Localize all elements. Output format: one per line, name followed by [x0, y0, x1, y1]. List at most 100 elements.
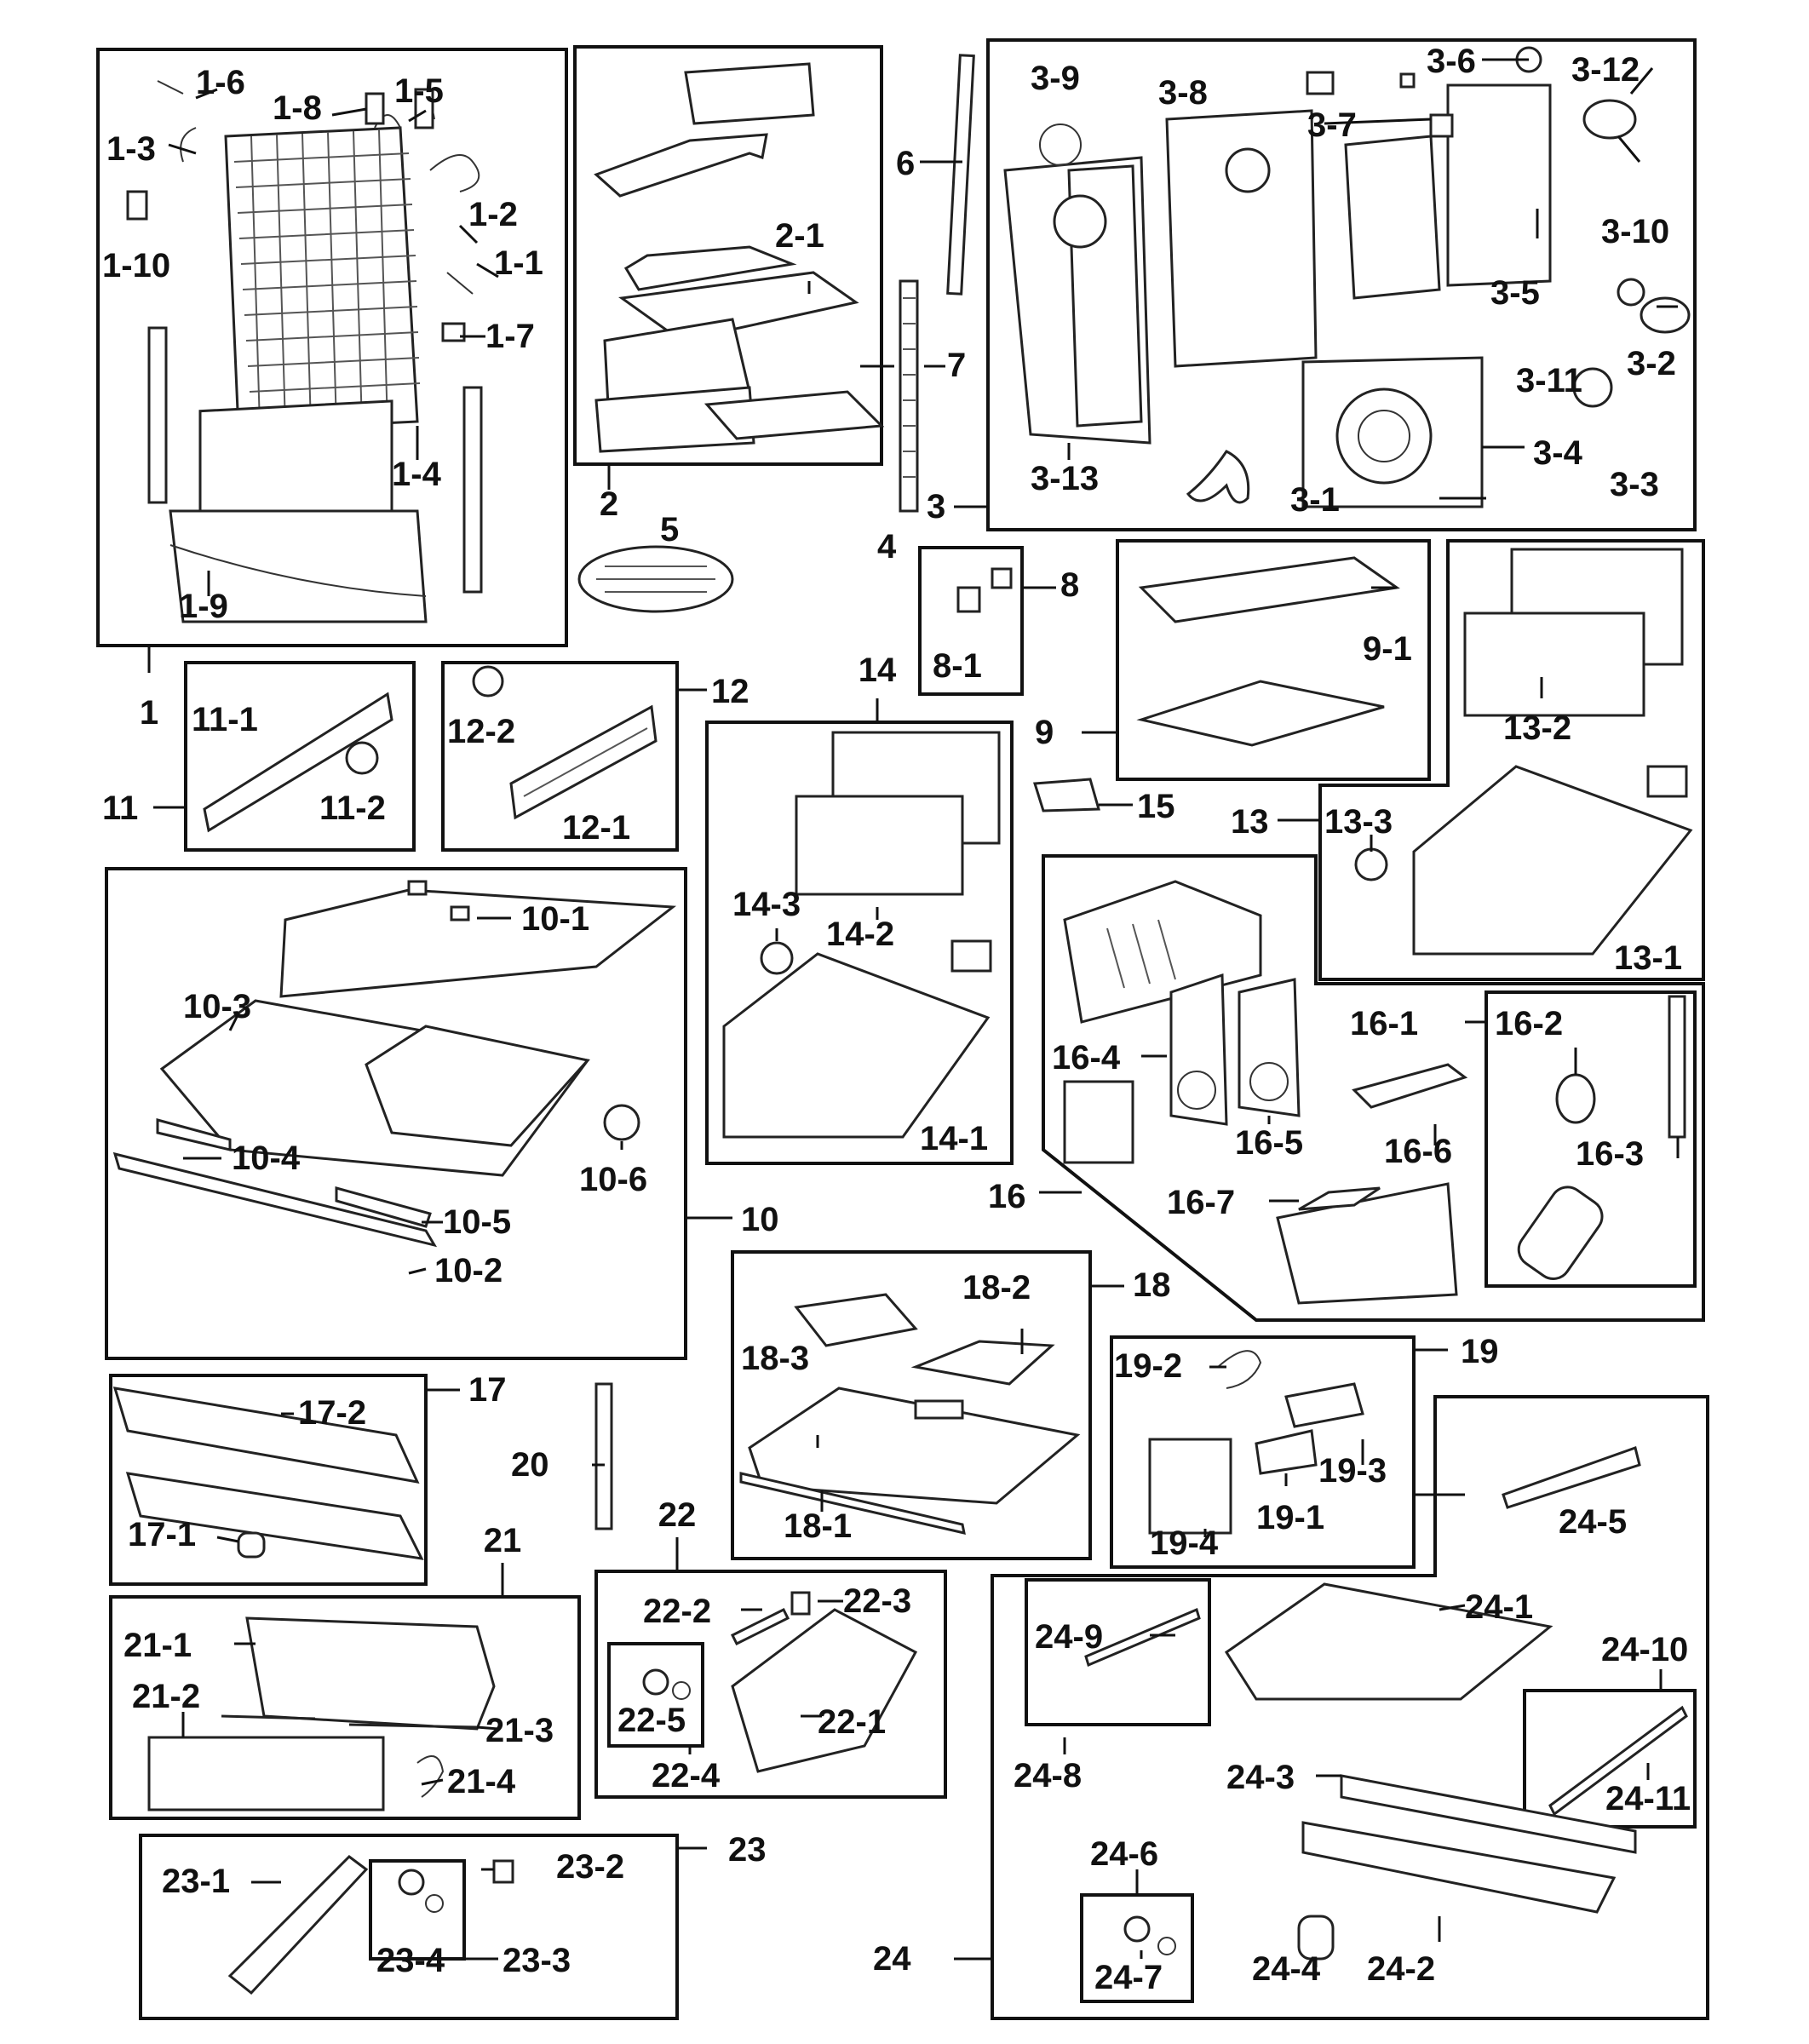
label-3-1: 3-1: [1290, 481, 1340, 519]
label-3-2: 3-2: [1627, 345, 1676, 382]
group-box-14: [705, 721, 1014, 1165]
cover-17-drawing: [112, 1387, 424, 1560]
label-24-1: 24-1: [1465, 1588, 1533, 1626]
label-19-1: 19-1: [1256, 1499, 1324, 1536]
label-24-2: 24-2: [1367, 1950, 1435, 1988]
panel-21-drawing: [147, 1616, 496, 1811]
label-10-5: 10-5: [443, 1203, 511, 1241]
label-10-3: 10-3: [183, 988, 251, 1025]
label-10-6: 10-6: [579, 1161, 647, 1198]
label-3-10: 3-10: [1601, 213, 1669, 250]
part-15-drawing: [1033, 778, 1100, 812]
label-15: 15: [1137, 788, 1175, 825]
label-2: 2: [600, 485, 618, 523]
label-16-6: 16-6: [1384, 1133, 1452, 1170]
group-box-24: [991, 1395, 1709, 2020]
label-5: 5: [660, 511, 679, 548]
label-16-2: 16-2: [1495, 1005, 1563, 1042]
label-3-11: 3-11: [1516, 362, 1582, 399]
label-16-7: 16-7: [1167, 1184, 1235, 1221]
drawer-14-drawing: [722, 731, 1001, 1139]
label-19-4: 19-4: [1150, 1524, 1219, 1562]
shelf-18-drawing: [739, 1293, 1081, 1535]
label-19-2: 19-2: [1114, 1347, 1182, 1385]
label-1-10: 1-10: [102, 247, 170, 284]
label-18-1: 18-1: [784, 1507, 852, 1545]
label-9: 9: [1035, 714, 1054, 751]
label-3-4: 3-4: [1533, 434, 1583, 472]
label-1-9: 1-9: [179, 588, 228, 625]
label-1-2: 1-2: [468, 196, 518, 233]
module-19-drawing: [1148, 1350, 1364, 1535]
group-box-18: [731, 1250, 1092, 1560]
label-21-2: 21-2: [132, 1678, 200, 1715]
label-23-1: 23-1: [162, 1863, 230, 1900]
label-23-2: 23-2: [556, 1848, 624, 1886]
label-7: 7: [947, 347, 966, 384]
label-21-4: 21-4: [447, 1763, 516, 1800]
part-sketches: [112, 46, 1693, 1995]
label-17-2: 17-2: [298, 1394, 366, 1432]
group-box-19: [1110, 1335, 1416, 1569]
group-box-11: [184, 661, 416, 852]
label-13-2: 13-2: [1503, 709, 1571, 747]
label-24-11: 24-11: [1605, 1780, 1691, 1817]
label-24-10: 24-10: [1601, 1631, 1688, 1668]
label-3-13: 3-13: [1031, 460, 1099, 497]
label-24-8: 24-8: [1014, 1757, 1082, 1794]
label-11: 11: [102, 789, 138, 827]
label-1-1: 1-1: [494, 244, 543, 282]
label-12-2: 12-2: [447, 713, 515, 750]
label-1-5: 1-5: [394, 72, 444, 110]
rail-7-drawing: [899, 279, 919, 513]
drawer-13-drawing: [1354, 548, 1693, 956]
group-box-12: [441, 661, 679, 852]
label-3-6: 3-6: [1427, 43, 1476, 80]
label-17: 17: [468, 1371, 507, 1409]
label-24-7: 24-7: [1094, 1959, 1163, 1996]
label-10-1: 10-1: [521, 900, 589, 938]
panel-23-drawing: [227, 1855, 514, 1995]
label-13-1: 13-1: [1614, 939, 1682, 977]
label-22: 22: [658, 1496, 697, 1534]
label-19: 19: [1461, 1333, 1499, 1370]
group-box-2: [573, 45, 883, 466]
label-24-3: 24-3: [1226, 1759, 1295, 1796]
label-6: 6: [896, 145, 915, 182]
label-22-4: 22-4: [652, 1757, 721, 1794]
label-16-1: 16-1: [1350, 1005, 1418, 1042]
label-3-3: 3-3: [1610, 466, 1659, 503]
label-11-2: 11-2: [319, 789, 386, 827]
label-11-1: 11-1: [192, 701, 258, 738]
group-box-13: [1318, 539, 1705, 981]
label-23: 23: [728, 1831, 767, 1869]
label-16-3: 16-3: [1576, 1135, 1644, 1173]
label-22-5: 22-5: [617, 1702, 686, 1739]
group-box-22: [594, 1570, 947, 1799]
label-14-1: 14-1: [920, 1120, 988, 1157]
label-24-4: 24-4: [1252, 1950, 1321, 1988]
label-18-3: 18-3: [741, 1340, 809, 1377]
housing-16-drawing: [1063, 880, 1686, 1305]
label-8: 8: [1060, 566, 1079, 604]
label-1-6: 1-6: [196, 64, 245, 101]
label-10-4: 10-4: [232, 1140, 301, 1177]
label-12-1: 12-1: [562, 809, 630, 847]
group-box-23: [139, 1834, 679, 2020]
label-1-8: 1-8: [273, 89, 322, 127]
group-box-10: [105, 867, 687, 1360]
group-box-3: [986, 38, 1697, 531]
label-18-2: 18-2: [962, 1269, 1031, 1306]
label-22-2: 22-2: [643, 1593, 711, 1630]
label-14: 14: [859, 652, 897, 689]
label-24-6: 24-6: [1090, 1835, 1158, 1873]
label-17-1: 17-1: [128, 1516, 196, 1553]
label-2-1: 2-1: [775, 217, 824, 255]
part-8-drawing: [956, 586, 981, 613]
group-box-9: [1116, 539, 1431, 781]
label-18: 18: [1133, 1266, 1171, 1304]
group-box-22-4: [607, 1642, 704, 1748]
rail-6-drawing: [946, 54, 975, 296]
label-22-1: 22-1: [818, 1703, 886, 1741]
label-16: 16: [988, 1178, 1026, 1215]
